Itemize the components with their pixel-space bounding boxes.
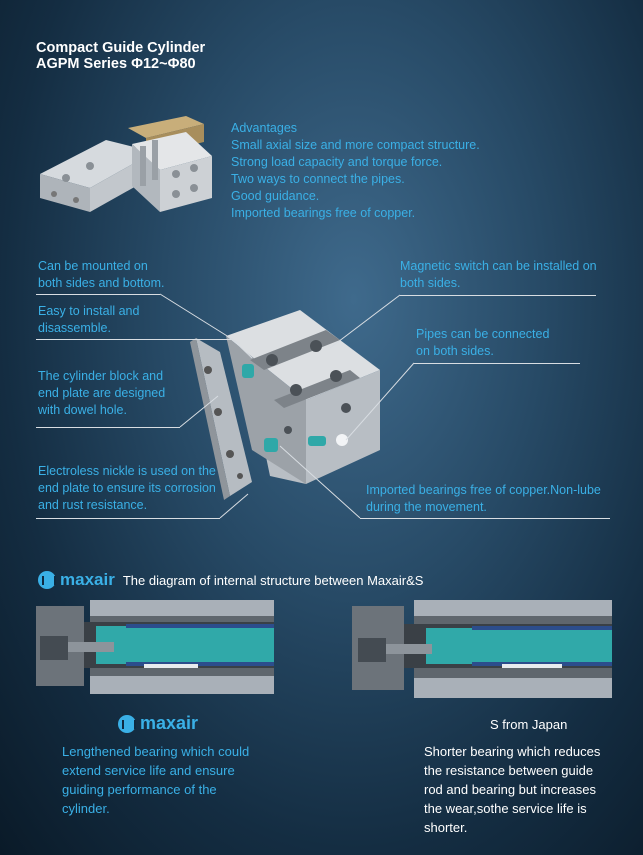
maxair-cross-section: [36, 600, 274, 694]
desc-line: Shorter bearing which reduces: [424, 744, 601, 759]
title-line-2: AGPM Series Φ12~Φ80: [36, 56, 196, 72]
annotation-line: both sides.: [400, 276, 461, 290]
desc-line: the resistance between guide: [424, 763, 594, 778]
desc-line: the wear,sothe service life is: [424, 801, 587, 816]
desc-line: cylinder.: [62, 801, 110, 816]
advantage-item: Two ways to connect the pipes.: [231, 172, 405, 186]
title-line-1: Compact Guide Cylinder: [36, 40, 206, 56]
annotation-line: during the movement.: [366, 500, 487, 514]
advantage-item: Imported bearings free of copper.: [231, 206, 416, 220]
desc-line: guiding performance of the: [62, 782, 217, 797]
cylinder-illustration: [190, 310, 380, 500]
annotation-dowel: The cylinder block and end plate are des…: [38, 368, 165, 419]
annotation-line: end plate to ensure its corrosion: [38, 481, 216, 495]
annotation-pipes: Pipes can be connected on both sides.: [416, 326, 549, 360]
annotation-line: Easy to install and: [38, 304, 140, 318]
maxair-label: maxair: [118, 713, 198, 734]
comparison-title: The diagram of internal structure betwee…: [122, 572, 424, 588]
annotation-line: Pipes can be connected: [416, 327, 550, 341]
page-title: Compact Guide Cylinder AGPM Series Φ12~Φ…: [36, 40, 205, 72]
leader-line: [36, 427, 180, 428]
maxair-label-text: maxair: [140, 713, 199, 733]
leader-line: [400, 295, 596, 296]
annotation-line: and rust resistance.: [38, 498, 148, 512]
annotation-line: Can be mounted on: [38, 259, 148, 273]
comparison-header: maxair The diagram of internal structure…: [38, 570, 423, 590]
advantages-list: Advantages Small axial size and more com…: [231, 120, 480, 222]
desc-line: shorter.: [424, 820, 468, 835]
annotation-mounting: Can be mounted on both sides and bottom.: [38, 258, 164, 292]
s-cross-section: [352, 600, 612, 698]
advantages-heading: Advantages: [231, 121, 298, 135]
desc-line: extend service life and ensure: [62, 763, 235, 778]
s-label: S from Japan: [490, 717, 568, 732]
annotation-line: both sides and bottom.: [38, 276, 165, 290]
leader-line: [360, 518, 610, 519]
annotation-magnetic: Magnetic switch can be installed on both…: [400, 258, 597, 292]
desc-line: rod and bearing but increases: [424, 782, 597, 797]
maxair-logo: maxair: [38, 570, 115, 590]
product-photo: [40, 116, 212, 212]
leader-line: [36, 294, 160, 295]
maxair-description: Lengthened bearing which could extend se…: [62, 742, 249, 818]
annotation-line: on both sides.: [416, 344, 494, 358]
annotation-bearings: Imported bearings free of copper.Non-lub…: [366, 482, 601, 516]
leader-line: [36, 518, 220, 519]
logo-text: maxair: [60, 570, 115, 589]
desc-line: Lengthened bearing which could: [62, 744, 250, 759]
annotation-line: The cylinder block and: [38, 369, 164, 383]
maxair-logo-icon: [38, 571, 56, 589]
annotation-line: Magnetic switch can be installed on: [400, 259, 597, 273]
leader-line: [414, 363, 580, 364]
annotation-nickle: Electroless nickle is used on the end pl…: [38, 463, 216, 514]
advantage-item: Strong load capacity and torque force.: [231, 155, 443, 169]
annotation-install: Easy to install and disassemble.: [38, 303, 139, 337]
advantage-item: Good guidance.: [231, 189, 320, 203]
advantage-item: Small axial size and more compact struct…: [231, 138, 480, 152]
annotation-line: end plate are designed: [38, 386, 166, 400]
maxair-logo-icon: [118, 714, 136, 733]
annotation-line: with dowel hole.: [38, 403, 127, 417]
annotation-line: Electroless nickle is used on the: [38, 464, 216, 478]
s-description: Shorter bearing which reduces the resist…: [424, 742, 600, 837]
leader-line: [36, 339, 232, 340]
annotation-line: disassemble.: [38, 321, 111, 335]
annotation-line: Imported bearings free of copper.Non-lub…: [366, 483, 601, 497]
